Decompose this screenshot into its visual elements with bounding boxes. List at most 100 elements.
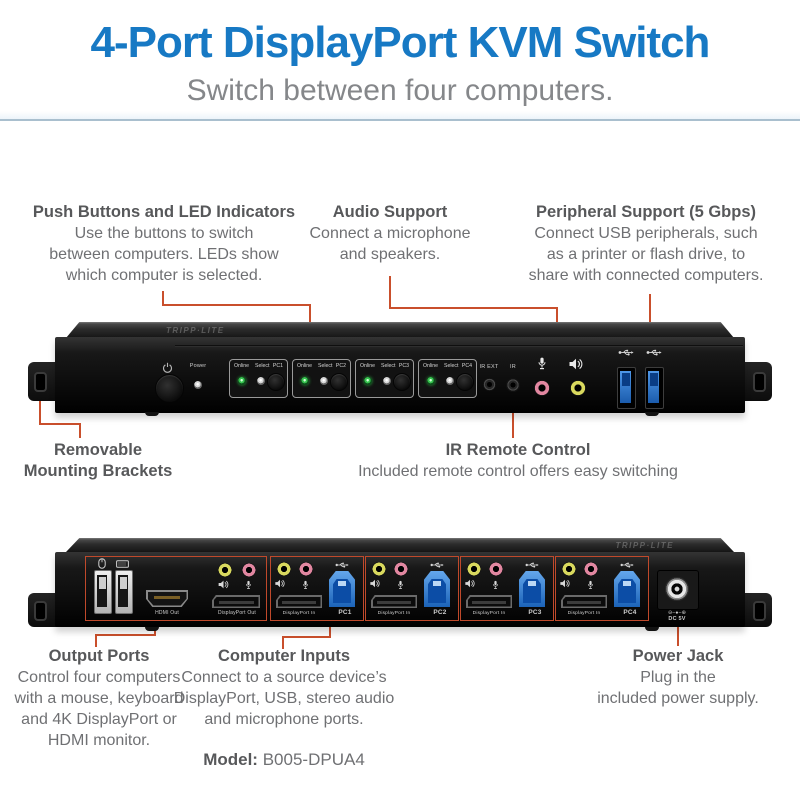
output-ports-section: HDMI Out DisplayPort Out (85, 556, 267, 621)
mouse-icon (98, 558, 106, 569)
callout-line-inputs (329, 620, 331, 638)
power-barrel-connector (665, 577, 689, 601)
microphone-icon (538, 357, 546, 370)
model-label: Model: (203, 750, 258, 769)
callout-line-push (162, 291, 164, 306)
callout-power-jack: Power Jack Plug in the included power su… (572, 646, 784, 709)
audio-out-jack (218, 563, 232, 577)
select-led (383, 377, 391, 385)
audio-in-jack (372, 562, 386, 576)
online-led-label: Online (234, 363, 249, 369)
bracket-slot (34, 372, 47, 392)
displayport-in-port (466, 595, 512, 608)
select-led (257, 377, 265, 385)
device-foot (645, 627, 659, 631)
header-divider (0, 111, 800, 121)
power-led (194, 381, 202, 389)
front-device-top: TRIPP·LITE (66, 322, 734, 338)
callout-body: Connect USB peripherals, such as a print… (528, 225, 764, 284)
usb-b-port (614, 571, 640, 607)
usb-a-port-2 (645, 367, 664, 409)
pc-button-label: PC4 (461, 363, 472, 369)
pc-input-label: PC4 (623, 609, 637, 616)
power-button (155, 374, 184, 403)
hdmi-out-port (146, 590, 188, 607)
input-section-pc2: DisplayPort In PC2 (365, 556, 459, 621)
callout-ir-remote: IR Remote Control Included remote contro… (330, 440, 706, 482)
mounting-bracket-right-front (742, 362, 772, 401)
panel-groove (175, 345, 743, 347)
usb-icon (335, 562, 349, 568)
brand-logo: TRIPP·LITE (615, 541, 674, 550)
bracket-slot (34, 601, 47, 621)
callout-push-buttons: Push Buttons and LED Indicators Use the … (18, 202, 310, 286)
select-led (320, 377, 328, 385)
input-section-pc4: DisplayPort In PC4 (555, 556, 649, 621)
usb-icon (618, 349, 634, 356)
callout-line-mounting (79, 423, 81, 438)
displayport-in-port (561, 595, 607, 608)
displayport-in-label: DisplayPort In (472, 611, 506, 616)
select-led-label: Select (381, 363, 396, 369)
usb-b-port (519, 571, 545, 607)
select-led-label: Select (318, 363, 333, 369)
device-foot (645, 412, 659, 416)
device-foot (145, 412, 159, 416)
back-device-top: TRIPP·LITE (66, 538, 734, 552)
ir-ext-jack (483, 378, 496, 391)
callout-line-inputs (282, 636, 331, 638)
callout-line-mounting (39, 423, 81, 425)
port-group-pc3: Online Select PC3 (355, 359, 414, 398)
input-section-pc1: DisplayPort In PC1 (270, 556, 364, 621)
online-led (301, 377, 309, 385)
speaker-icon (569, 358, 583, 370)
usb-icon (430, 562, 444, 568)
pc-button-label: PC2 (335, 363, 346, 369)
pc-select-button (393, 373, 411, 391)
microphone-icon (493, 580, 498, 589)
online-led-label: Online (423, 363, 438, 369)
callout-body: Included remote control offers easy swit… (358, 463, 678, 480)
callout-heading: IR Remote Control (445, 441, 591, 459)
usb-b-port (329, 571, 355, 607)
mounting-bracket-left-back (28, 593, 58, 627)
mounting-bracket-right-back (742, 593, 772, 627)
online-led (364, 377, 372, 385)
usb-icon (525, 562, 539, 568)
displayport-in-label: DisplayPort In (377, 611, 411, 616)
callout-line-inputs (282, 636, 284, 649)
mic-in-jack (584, 562, 598, 576)
callout-line-mounting (39, 401, 41, 425)
callout-computer-inputs: Computer Inputs Connect to a source devi… (165, 646, 403, 730)
callout-line-peripheral (649, 294, 651, 335)
callout-heading: Output Ports (48, 647, 150, 665)
usb-b-port (424, 571, 450, 607)
callout-line-audio (389, 276, 391, 309)
usb-icon (620, 562, 634, 568)
callout-peripheral-support: Peripheral Support (5 Gbps) Connect USB … (498, 202, 794, 286)
displayport-out-port (212, 595, 260, 608)
mic-in-jack (394, 562, 408, 576)
ir-jack (506, 378, 520, 392)
online-led (238, 377, 246, 385)
mic-out-jack (242, 563, 256, 577)
callout-line-output (95, 634, 97, 647)
audio-in-jack (277, 562, 291, 576)
callout-mounting-brackets: Removable Mounting Brackets (12, 440, 184, 482)
usb-keyboard-port (94, 570, 112, 614)
callout-heading: Computer Inputs (218, 647, 350, 665)
power-jack-port (657, 570, 699, 610)
brand-logo: TRIPP·LITE (166, 326, 225, 335)
usb-mouse-port (115, 570, 133, 614)
callout-output-ports: Output Ports Control four computers with… (8, 646, 190, 751)
input-section-pc3: DisplayPort In PC3 (460, 556, 554, 621)
device-foot (145, 627, 159, 631)
port-group-pc1: Online Select PC1 (229, 359, 288, 398)
speaker-jack (570, 380, 586, 396)
online-led (427, 377, 435, 385)
back-panel: HDMI Out DisplayPort Out (55, 552, 745, 627)
speaker-icon (560, 579, 570, 588)
callout-line-audio (389, 307, 558, 309)
pc-input-label: PC1 (338, 609, 352, 616)
callout-line-ir (512, 398, 514, 438)
